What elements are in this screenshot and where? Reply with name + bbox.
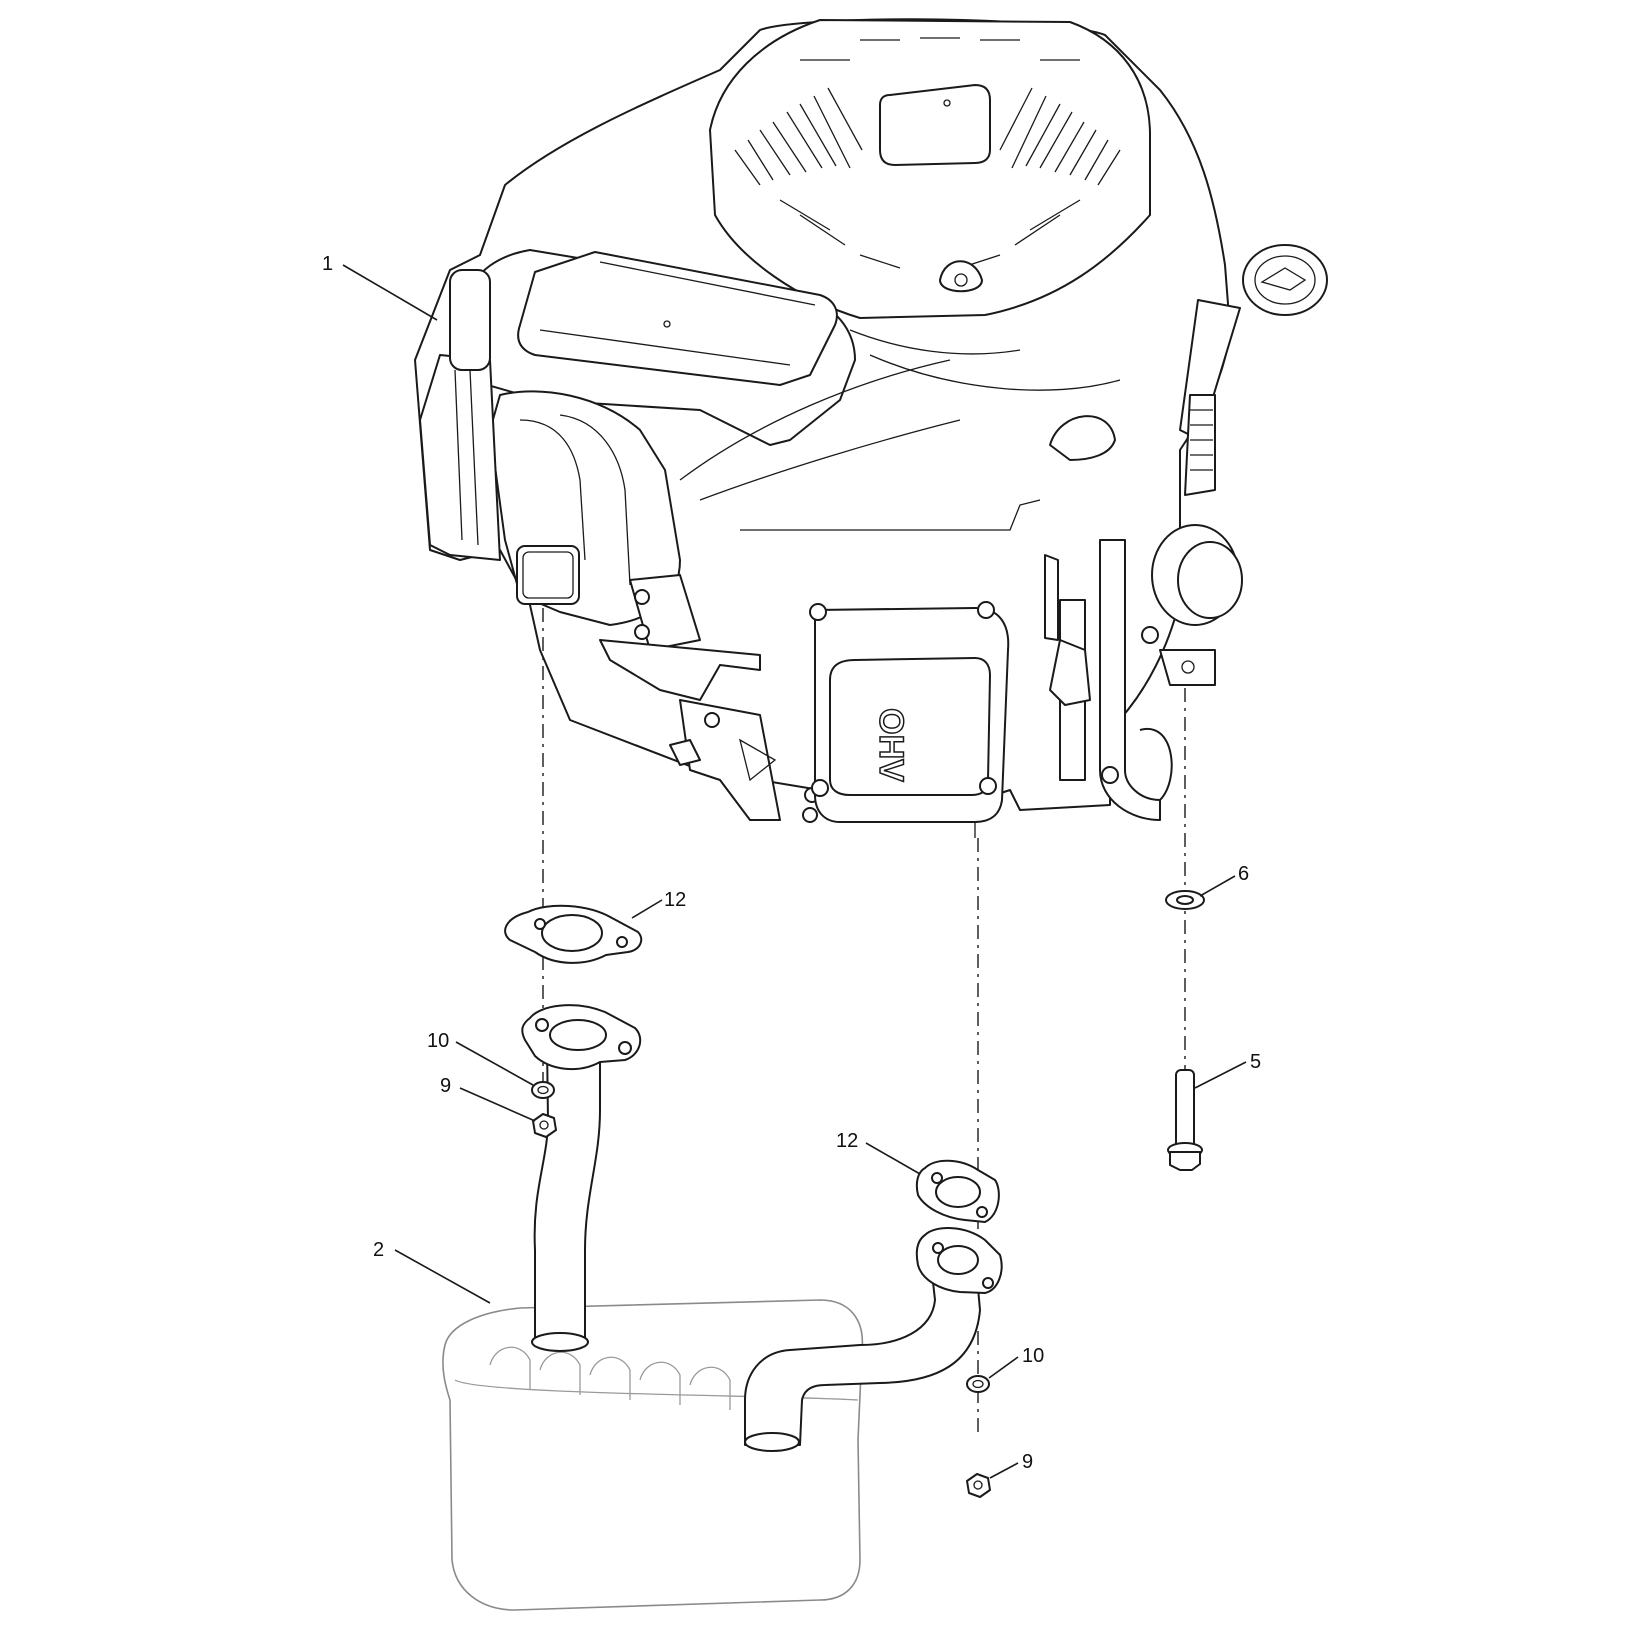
callout-10-upper: 10 [427,1030,534,1086]
svg-text:12: 12 [664,889,686,911]
lock-washer-lower[interactable] [966,1375,990,1393]
exhaust-gasket-right[interactable] [915,1159,1000,1223]
svg-text:10: 10 [427,1030,449,1052]
svg-text:10: 10 [1022,1345,1044,1367]
hardware [531,890,1205,1498]
callout-9-lower: 9 [989,1451,1033,1479]
engine-assembly[interactable]: OHV [414,18,1328,838]
exhaust-gasket-left[interactable] [504,904,643,964]
ohv-badge: OHV [872,708,910,782]
flat-washer[interactable] [1165,890,1205,910]
svg-text:1: 1 [322,253,333,275]
svg-text:6: 6 [1238,863,1249,885]
cooling-grille [734,37,1121,269]
callout-12-upper: 12 [631,889,686,919]
hex-nut-lower[interactable] [966,1473,991,1498]
callout-2: 2 [373,1239,491,1304]
lock-washer-upper[interactable] [531,1081,555,1099]
muffler-assembly[interactable] [442,1004,1003,1611]
callout-1: 1 [322,253,438,321]
flange-bolt[interactable] [1167,1069,1203,1171]
assembly-center-lines [542,608,1186,1435]
callout-9-upper: 9 [440,1075,536,1122]
svg-text:9: 9 [440,1075,451,1097]
svg-text:9: 9 [1022,1451,1033,1473]
svg-text:12: 12 [836,1130,858,1152]
callout-5: 5 [1194,1051,1261,1089]
hex-nut-upper[interactable] [532,1113,557,1138]
callout-10-lower: 10 [988,1345,1044,1379]
callouts: 1 2 5 6 9 9 10 10 [322,253,1261,1479]
svg-text:5: 5 [1250,1051,1261,1073]
svg-text:2: 2 [373,1239,384,1261]
callout-6: 6 [1199,863,1249,897]
callout-12-lower: 12 [836,1130,921,1175]
